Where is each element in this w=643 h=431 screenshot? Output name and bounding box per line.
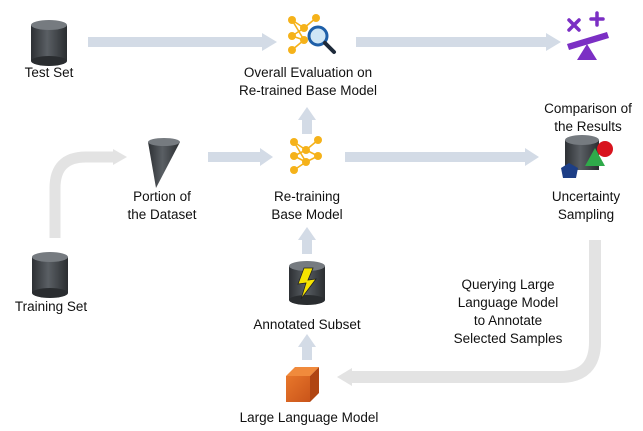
llm-query-line-1: Querying Large	[461, 277, 555, 292]
portion-label: Portion of the Dataset	[118, 188, 206, 224]
database-cylinder-icon	[32, 252, 68, 298]
overall-evaluation-line-1: Overall Evaluation on	[243, 65, 373, 80]
llm-label: Large Language Model	[239, 410, 379, 425]
neural-network-magnifier-icon	[288, 14, 336, 54]
retraining-label: Re-training Base Model	[260, 188, 354, 224]
arrow-uncertainty-to-llm	[337, 240, 601, 386]
database-cylinder-icon	[31, 20, 67, 66]
uncertainty-label: Uncertainty Sampling	[542, 188, 630, 224]
test-set-label: Test Set	[24, 65, 74, 80]
database-lightning-icon	[289, 261, 325, 305]
llm-query-line-2: Language Model	[457, 295, 559, 310]
retraining-line-1: Re-training	[273, 189, 341, 204]
cylinder-slice-icon	[148, 138, 180, 188]
llm-query-line-4: Selected Samples	[453, 331, 563, 346]
training-set-label: Training Set	[14, 299, 88, 314]
arrow-eval-to-comparison	[356, 33, 561, 51]
uncertainty-line-2: Sampling	[557, 207, 615, 222]
orange-cube-icon	[286, 367, 319, 402]
uncertainty-line-1: Uncertainty	[551, 189, 621, 204]
arrow-retrain-to-eval	[298, 107, 316, 134]
retraining-line-2: Base Model	[271, 207, 343, 222]
comparison-line-2: the Results	[554, 119, 622, 134]
arrow-portion-to-retrain	[208, 148, 273, 166]
llm-query-label: Querying Large Language Model to Annotat…	[436, 276, 580, 348]
annotated-subset-label: Annotated Subset	[253, 317, 361, 332]
portion-line-1: Portion of	[133, 189, 191, 204]
overall-evaluation-line-2: Re-trained Base Model	[238, 83, 378, 98]
comparison-label: Comparison of the Results	[536, 100, 640, 136]
arrow-test-to-eval	[88, 33, 277, 51]
llm-query-line-3: to Annotate	[473, 313, 543, 328]
arrow-retrain-to-uncertainty	[345, 148, 539, 166]
arrow-annotated-to-retrain	[298, 227, 316, 254]
comparison-line-1: Comparison of	[544, 101, 632, 116]
neural-network-icon	[290, 136, 322, 174]
overall-evaluation-label: Overall Evaluation on Re-trained Base Mo…	[222, 64, 394, 100]
arrow-llm-to-annotated	[298, 334, 316, 360]
arrow-training-to-portion	[49, 149, 127, 238]
arrows	[49, 33, 601, 386]
shapes-sampling-icon	[561, 135, 613, 178]
portion-line-2: the Dataset	[127, 207, 197, 222]
balance-scale-icon	[567, 11, 609, 60]
